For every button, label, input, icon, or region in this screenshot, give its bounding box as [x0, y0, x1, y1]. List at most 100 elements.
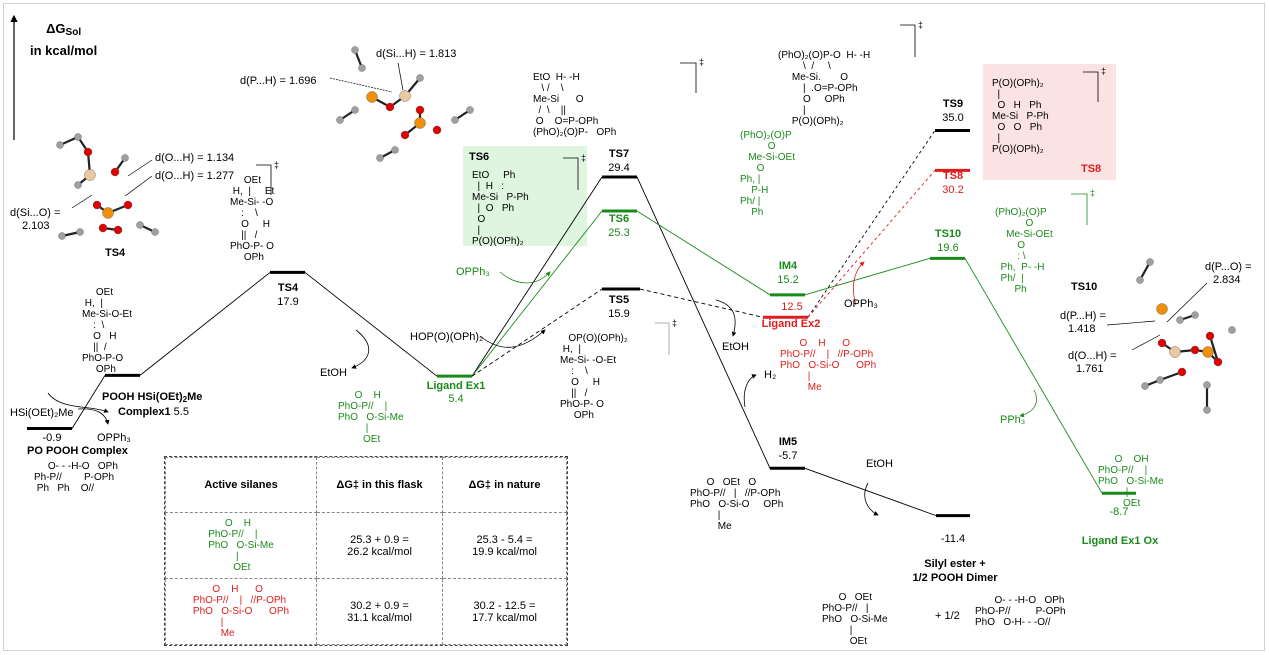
structure-silyl-ester: O OEt PhO-P// | PhO O-Si-Me | OEt	[822, 592, 888, 647]
reagent-opph3-green: OPPh₃	[456, 266, 490, 278]
level-value-ts7: 29.4	[608, 162, 630, 174]
model-atom-ts4-o	[98, 223, 108, 233]
reagent-arrow-opph3-red	[853, 261, 865, 306]
dist-ts10-oh-1: d(O...H) =	[1068, 350, 1117, 362]
ts7-dagger: ‡	[699, 57, 705, 67]
reagent-arrow-etoh1	[351, 329, 370, 369]
structure-ts6: EtO Ph | H : Me-Si P-Ph | O Ph O | P(O)(…	[472, 170, 529, 247]
structure-pooh-dimer: O- - -H-O OPh PhO-P// P-OPh PhO O-H- - -…	[975, 595, 1066, 628]
model-bond-ts10	[1208, 335, 1220, 363]
leader-ts10-oh	[1131, 334, 1161, 351]
level-label-ts7: TS7	[608, 148, 630, 160]
active-silanes-table: Active silanes ΔG‡ in this flask ΔG‡ in …	[164, 456, 568, 646]
leader-ts10-ph	[1106, 320, 1156, 326]
silane-structure-green: O H PhO-P// | PhO O-Si-Me | OEt	[208, 518, 274, 573]
model-atom-ts6-si	[399, 90, 411, 102]
complex1-label-a: POOH HSi(OEt)	[102, 391, 183, 403]
model-atom-ts4-o	[83, 147, 93, 157]
table-cell-silane-green: O H PhO-P// | PhO O-Si-Me | OEt	[165, 512, 317, 579]
leader-ts6-sih	[397, 62, 404, 91]
dist-ts6-sih: d(Si...H) = 1.813	[376, 48, 457, 60]
structure-ligand-ex1-ox: O OH PhO-P// | PhO O-Si-Me | OEt	[1098, 454, 1164, 509]
level-label-silyl-ester-2: 1/2 POOH Dimer	[912, 572, 998, 584]
dist-ts4-sio-2: 2.103	[22, 220, 50, 232]
flask-1-line1: 25.3 + 0.9 =	[350, 533, 409, 546]
model-atom-ts4-c	[74, 133, 82, 141]
level-value-po-pooh: -0.9	[42, 432, 62, 444]
model-atom-ts6-p	[366, 91, 378, 103]
connector-complex1-to-ts4	[139, 272, 271, 376]
model-atom-ts6-c	[336, 116, 344, 124]
level-label-ts6: TS6	[608, 213, 630, 225]
model-atom-ts10-o	[1213, 357, 1223, 367]
level-label-ts10: TS10	[934, 228, 962, 240]
model-atom-ts4-c	[136, 221, 144, 229]
connector-ligand-ex1-to-ts6	[471, 210, 603, 377]
nature-1-line2: 19.9 kcal/mol	[472, 545, 537, 558]
level-label-ligand-ex2: Ligand Ex2	[761, 318, 821, 330]
flask-1-line2: 26.2 kcal/mol	[347, 545, 412, 558]
complex1-label-sub: 2	[182, 395, 188, 404]
model-atom-ts4-o	[92, 200, 102, 210]
model-atom-ts4-si	[84, 169, 96, 181]
model-atom-ts6-o	[432, 125, 442, 135]
reagent-arrow-pph3	[1019, 389, 1037, 418]
dist-ts10-ph-2: 1.418	[1068, 323, 1096, 335]
silane-structure-red: O H O PhO-P// | //P-OPh PhO O-Si-O OPh |…	[192, 584, 290, 639]
level-label-ts9: TS9	[942, 98, 964, 110]
axis-subscript: Sol	[65, 27, 82, 38]
reagent-arrow-h2	[743, 374, 757, 408]
reagent-hop-o-oph2: HOP(O)(OPh)₂	[410, 331, 484, 343]
model-atom-ts4-c	[74, 181, 82, 189]
model-atom-ts6-o	[415, 105, 425, 115]
axis-title: ΔGSol in kcal/mol	[30, 20, 97, 60]
table-cell-flask-2: 30.2 + 0.9 =31.1 kcal/mol	[316, 578, 443, 645]
ts9-bracket	[900, 24, 916, 57]
dist-ts4-oh2: d(O...H) = 1.277	[155, 170, 235, 182]
ts6-bracket	[563, 157, 579, 190]
structure-ts4: OEt H, | Et Me-Si- -O : \ O H || / PhO-P…	[230, 175, 275, 263]
model-atom-ts4-c	[121, 154, 129, 162]
connector-im5-to-silyl-ester	[804, 467, 937, 517]
dist-ts4-sio-1: d(Si...O) =	[10, 207, 61, 219]
model-atom-ts10-o	[1157, 338, 1167, 348]
ts6-dagger: ‡	[581, 153, 587, 163]
ts8-bracket	[1083, 71, 1099, 102]
ts4-bracket	[256, 164, 272, 195]
model-atom-ts4-o	[113, 225, 123, 235]
reagent-arrow-hsi	[47, 392, 109, 413]
structure-ts8: P(O)(OPh)₂ | O H Ph Me-Si P-Ph O O Ph | …	[992, 78, 1049, 155]
level-value-ts10: 19.6	[937, 242, 959, 254]
level-label-im4: IM4	[778, 260, 798, 272]
table-cell-flask-1: 25.3 + 0.9 =26.2 kcal/mol	[316, 512, 443, 579]
model-atom-ts4-c	[76, 228, 84, 236]
ts10-bracket	[1071, 193, 1088, 225]
level-value-silyl-ester: -11.4	[940, 533, 966, 545]
ts9-dagger: ‡	[918, 20, 924, 30]
connector-im4-to-ts10	[804, 257, 931, 296]
level-value-im4: 15.2	[777, 274, 799, 286]
leader-ts4-sio	[71, 194, 93, 209]
axis-unit: in kcal/mol	[30, 43, 98, 58]
structure-ts10: (PhO)₂(O)P O Me-Si-OEt O : \ Ph, P- -H P…	[995, 207, 1053, 295]
dist-ts6-ph: d(P...H) = 1.696	[240, 75, 317, 87]
ts7-bracket	[680, 62, 697, 93]
reagent-opph3-red: OPPh₃	[844, 298, 878, 310]
model-atom-ts4-p	[102, 207, 114, 219]
ts4-dagger: ‡	[274, 160, 280, 170]
flask-2-line1: 30.2 + 0.9 =	[350, 599, 409, 612]
reagent-etoh-2: EtOH	[722, 341, 749, 353]
level-value-im5: -5.7	[778, 450, 798, 462]
level-value-ts6: 25.3	[608, 227, 630, 239]
reagent-arrow-etoh3	[864, 482, 879, 516]
dist-ts10-po-1: d(P...O) =	[1205, 261, 1252, 273]
flask-2-line2: 31.1 kcal/mol	[347, 611, 412, 624]
table-header-nature: ΔG‡ in nature	[442, 457, 567, 513]
table-header-silanes: Active silanes	[165, 457, 317, 513]
complex1-name: Complex1	[118, 406, 171, 418]
model-atom-ts10-c	[1191, 311, 1199, 319]
leader-ts6-ph	[329, 77, 393, 93]
level-label-complex1-line1: POOH HSi(OEt)2Me	[102, 391, 202, 406]
connector-po-pooh-complex-to-complex1	[71, 375, 106, 429]
